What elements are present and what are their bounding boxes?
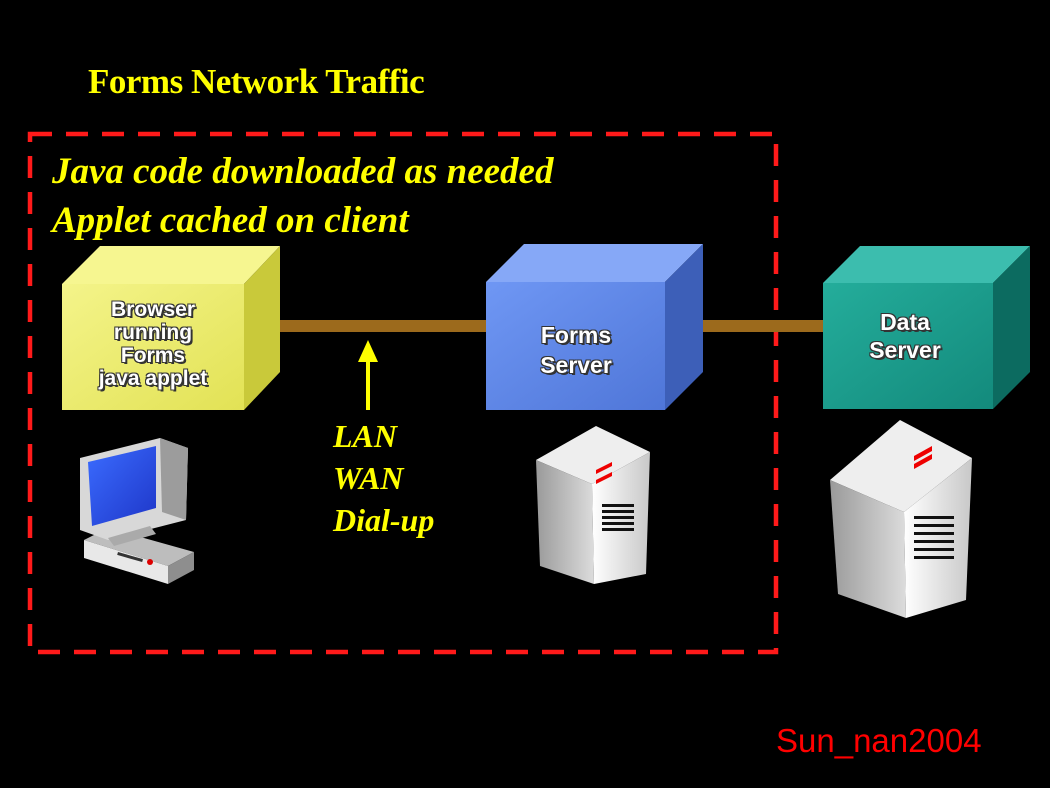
client-computer-icon — [80, 438, 194, 584]
client-boundary — [27, 131, 779, 655]
link-browser-forms — [280, 320, 488, 332]
note-line-2: Applet cached on client — [52, 200, 409, 241]
forms-server-label: Forms Server — [488, 320, 664, 380]
network-type-dialup: Dial-up — [333, 502, 435, 538]
data-server-label-line: Server — [869, 337, 941, 363]
signature: Sun_nan2004 — [776, 722, 982, 759]
network-arrow-icon — [358, 340, 378, 410]
data-server-label-line: Data — [880, 309, 930, 335]
forms-server-tower-icon — [536, 426, 650, 584]
link-forms-data — [703, 320, 825, 332]
note-line-1: Java code downloaded as needed — [52, 151, 554, 192]
network-type-lan: LAN — [333, 418, 397, 454]
data-server-box — [823, 246, 1030, 409]
data-server-label: Data Server — [825, 308, 985, 364]
browser-label-line: Browser — [110, 298, 196, 321]
browser-box — [62, 246, 280, 410]
data-server-tower-icon — [830, 420, 972, 618]
browser-label-line: Forms — [120, 344, 186, 367]
forms-server-label-line: Forms — [540, 322, 612, 348]
forms-server-label-line: Server — [540, 352, 612, 378]
slide-title: Forms Network Traffic — [88, 62, 425, 101]
forms-server-box — [486, 244, 703, 410]
browser-label-line: running — [113, 321, 193, 344]
browser-label-line: java applet — [98, 367, 208, 390]
network-type-wan: WAN — [333, 460, 404, 496]
browser-label: Browser running Forms java applet — [62, 298, 244, 390]
